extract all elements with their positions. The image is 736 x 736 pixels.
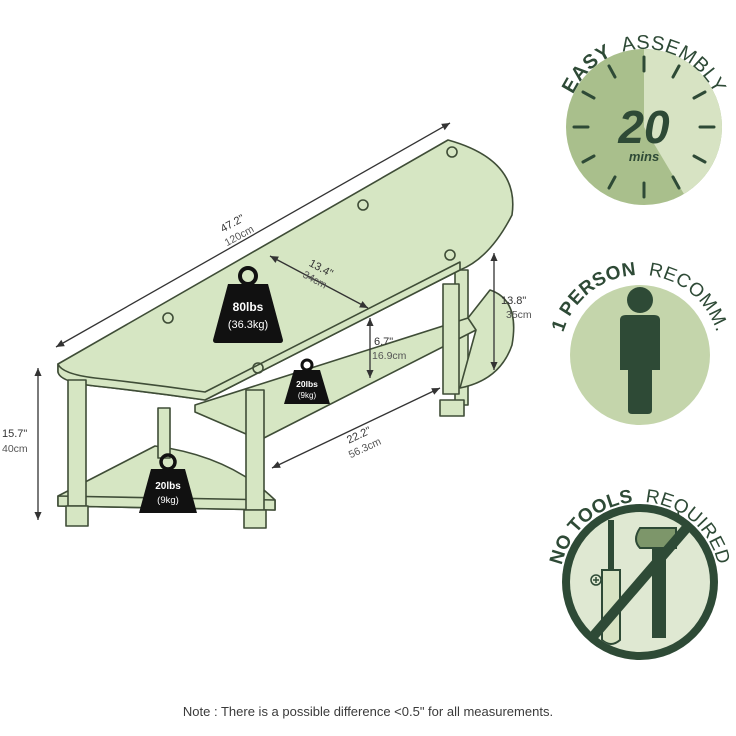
dimension-labels: 47.2" 120cm 13.4" 34cm 13.8" 35cm 6.7" 1… bbox=[2, 212, 532, 461]
weight-middle-lbs: 20lbs bbox=[296, 379, 318, 389]
assembly-minutes-unit: mins bbox=[629, 149, 659, 164]
leg-mid-support bbox=[442, 283, 460, 395]
assembly-minutes-number: 20 bbox=[617, 101, 670, 153]
foot-front-left bbox=[65, 505, 89, 527]
weight-icon-bottom: 20lbs (9kg) bbox=[139, 453, 197, 513]
right-height-cm-label: 35cm bbox=[506, 309, 532, 321]
prohibited-icon bbox=[586, 520, 694, 644]
right-height-in-label: 13.8" bbox=[501, 295, 526, 307]
weight-top-lbs: 80lbs bbox=[233, 300, 264, 314]
weight-top-kg: (36.3kg) bbox=[228, 319, 268, 331]
weight-icon-middle: 20lbs (9kg) bbox=[284, 358, 330, 404]
dimension-lines bbox=[34, 122, 498, 520]
leg-foot-right bbox=[439, 399, 465, 417]
one-person-badge: 1 PERSON RECOMM. bbox=[548, 259, 732, 425]
no-tools-badge: NO TOOLS REQUIRED bbox=[546, 486, 733, 660]
total-height-in-label: 15.7" bbox=[2, 428, 27, 440]
leg-front-left bbox=[67, 379, 87, 507]
middle-shelf bbox=[194, 289, 515, 441]
weight-middle-kg: (9kg) bbox=[298, 391, 317, 400]
weight-icon-top: 80lbs (36.3kg) bbox=[213, 266, 283, 343]
leg-front-middle bbox=[245, 389, 265, 511]
clock-icon: 20 mins bbox=[566, 49, 722, 205]
leg-back-left bbox=[157, 407, 171, 459]
shelf-gap-in-label: 6.7" bbox=[374, 336, 393, 348]
weight-bottom-kg: (9kg) bbox=[157, 495, 179, 506]
tv-stand-diagram bbox=[57, 139, 515, 529]
person-icon bbox=[620, 287, 660, 414]
weight-bottom-lbs: 20lbs bbox=[155, 481, 181, 492]
total-height-cm-label: 40cm bbox=[2, 443, 28, 455]
foot-front-middle bbox=[243, 509, 267, 529]
easy-assembly-badge: EASY ASSEMBLY 20 mins bbox=[558, 32, 729, 205]
shelf-gap-cm-label: 16.9cm bbox=[372, 350, 407, 362]
measurement-note: Note : There is a possible difference <0… bbox=[182, 704, 554, 719]
